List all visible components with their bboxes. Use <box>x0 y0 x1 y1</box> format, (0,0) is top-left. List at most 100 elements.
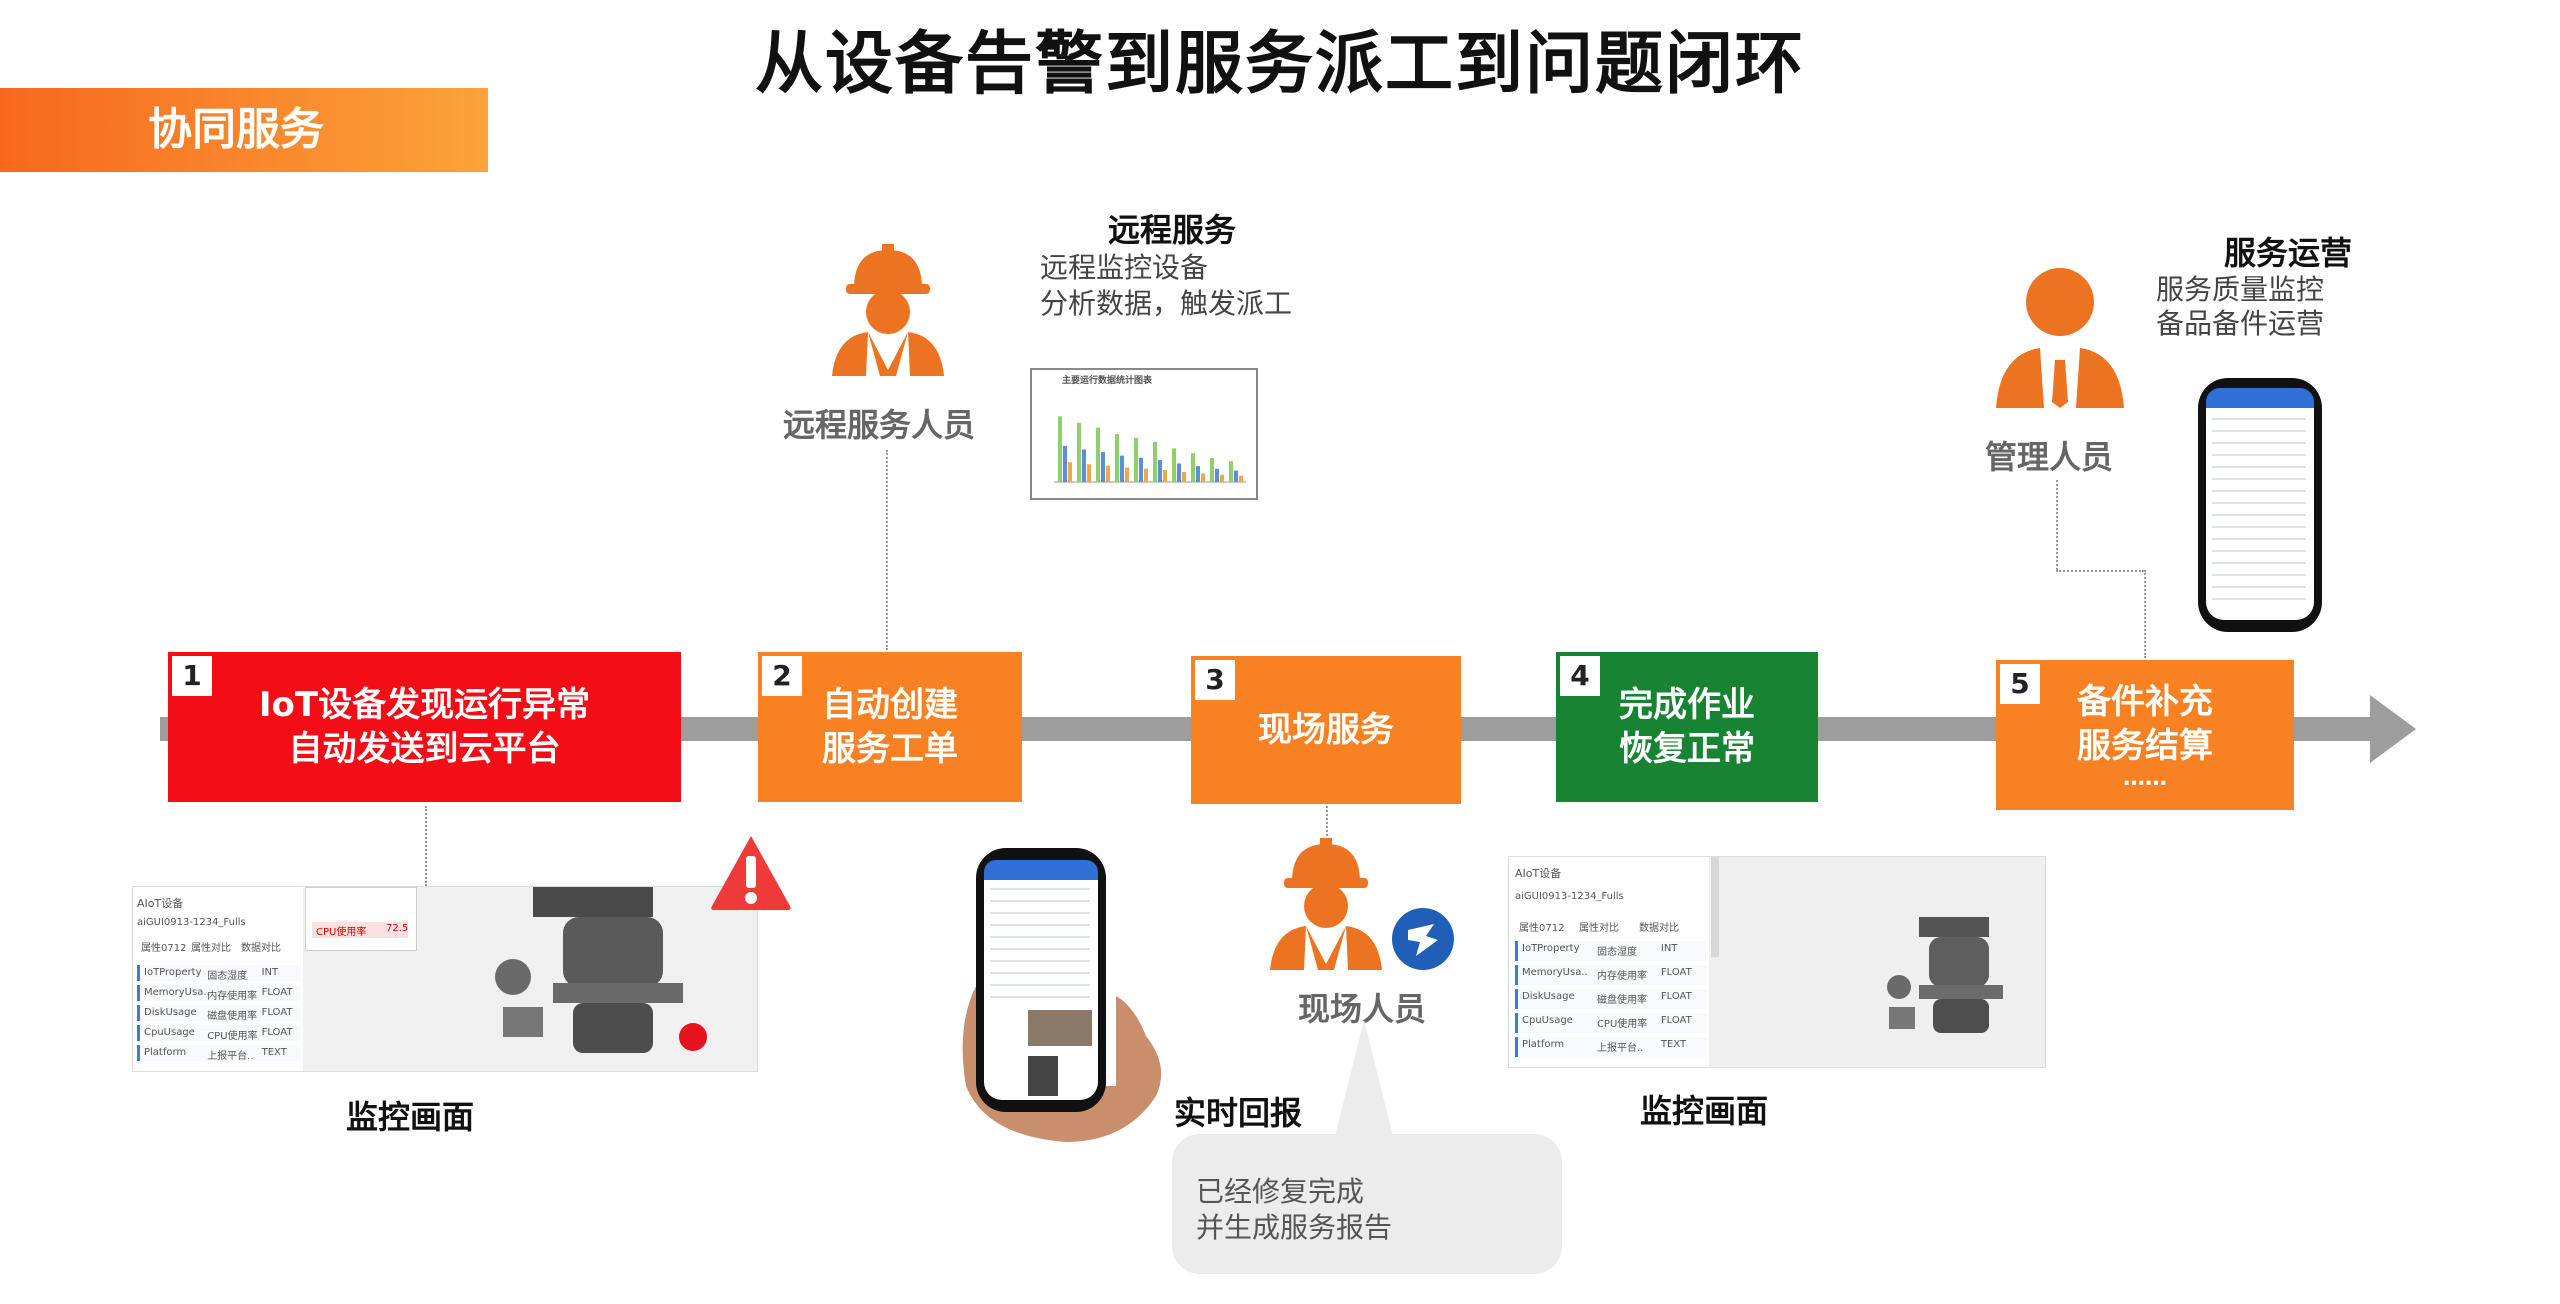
step-2-line2: 服务工单 <box>822 729 958 769</box>
bubble-line-2: 并生成服务报告 <box>1196 1211 1393 1244</box>
field-phone-screen <box>984 860 1098 1100</box>
table-row[interactable]: Platform 上报平台.. TEXT <box>1515 1037 1706 1057</box>
step-5-box: 5 备件补充服务结算…… <box>1996 660 2294 810</box>
row-type: TEXT <box>261 1047 287 1058</box>
phone-list-line <box>2212 454 2306 456</box>
remote-desc-1: 远程监控设备 <box>1040 251 1209 284</box>
step-4-number: 4 <box>1560 656 1600 696</box>
step-4-box: 4 完成作业恢复正常 <box>1556 652 1818 802</box>
manager-connector-h <box>2056 570 2144 572</box>
page-title: 从设备告警到服务派工到问题闭环 <box>754 25 1805 104</box>
table-row[interactable]: Platform 上报平台.. TEXT <box>137 1045 300 1062</box>
monitor-left-tab-2[interactable]: 属性对比 <box>191 943 231 954</box>
warning-icon <box>711 836 791 910</box>
step-2-line1: 自动创建 <box>822 684 958 725</box>
chart-bar <box>1229 461 1233 482</box>
row-name: IoTProperty <box>144 967 202 978</box>
phone-list-line <box>2212 418 2306 420</box>
phone-list-line <box>990 972 1090 974</box>
manager-phone-header <box>2206 388 2314 408</box>
row-type: FLOAT <box>1660 1015 1692 1026</box>
field-phone-header <box>984 860 1098 880</box>
chart-bar <box>1158 460 1162 482</box>
row-name: DiskUsage <box>144 1007 197 1018</box>
phone-list-line <box>990 948 1090 950</box>
row-desc: CPU使用率 <box>1596 1019 1648 1030</box>
phone-list-line <box>2212 514 2306 516</box>
chart-bar <box>1177 463 1181 482</box>
field-phone <box>976 848 1106 1112</box>
monitor-left-tab-1[interactable]: 属性0712 <box>141 943 187 954</box>
table-row[interactable]: MemoryUsa.. 内存使用率 FLOAT <box>1515 965 1706 985</box>
chart-bar <box>1182 471 1186 482</box>
phone-list-line <box>990 936 1090 938</box>
row-type: TEXT <box>1660 1039 1687 1050</box>
manager-connector-v2 <box>2144 570 2146 658</box>
row-name: Platform <box>144 1047 187 1058</box>
phone-list-line <box>990 960 1090 962</box>
step3-connector <box>1326 806 1328 836</box>
monitor-right-tab-2[interactable]: 属性对比 <box>1579 923 1619 934</box>
row-desc: 上报平台.. <box>1596 1043 1644 1054</box>
manager-phone <box>2198 378 2322 632</box>
monitor-left-tab-3[interactable]: 数据对比 <box>241 943 281 954</box>
step-5-line3: …… <box>2123 766 2167 792</box>
section-tag: 协同服务 <box>0 88 488 172</box>
manager-role-label: 管理人员 <box>1985 438 2114 476</box>
machine-3d-model-left <box>495 887 707 1053</box>
remote-chart-title: 主要运行数据统计图表 <box>1062 376 1153 386</box>
monitor-right-scrollbar[interactable] <box>1711 857 1719 957</box>
chart-bar <box>1196 466 1200 482</box>
row-desc: 固态湿度 <box>1596 947 1637 958</box>
step-5-line1: 备件补充 <box>2077 681 2213 722</box>
remote-worker-icon <box>832 244 944 376</box>
row-desc: 上报平台.. <box>207 1051 254 1062</box>
chart-bar <box>1172 448 1176 482</box>
monitor-right-tab-1[interactable]: 属性0712 <box>1519 923 1565 934</box>
field-report-label: 实时回报 <box>1174 1094 1303 1132</box>
phone-list-line <box>2212 478 2306 480</box>
chart-bar <box>1101 452 1105 482</box>
manager-connector-v1 <box>2056 480 2058 570</box>
row-name: MemoryUsa.. <box>1522 967 1588 978</box>
remote-desc-2: 分析数据，触发派工 <box>1040 287 1293 320</box>
step-5-number: 5 <box>2000 664 2040 704</box>
step-3-number: 3 <box>1195 660 1235 700</box>
chart-bar <box>1163 470 1167 482</box>
chart-bar <box>1106 465 1110 482</box>
phone-list-line <box>2212 538 2306 540</box>
chart-bar <box>1134 438 1138 482</box>
step-1-line2: 自动发送到云平台 <box>288 729 561 769</box>
remote-chart-svg <box>1054 416 1246 483</box>
monitor-right-header: AIoT设备 <box>1515 867 1562 880</box>
phone-list-line <box>990 996 1090 998</box>
field-worker-icon <box>1270 838 1382 970</box>
chart-bar <box>1115 434 1119 482</box>
chart-bar <box>1234 470 1238 482</box>
row-type: FLOAT <box>1660 967 1692 978</box>
phone-list-line <box>990 924 1090 926</box>
phone-list-line <box>2212 430 2306 432</box>
manager-icon <box>1996 268 2124 408</box>
phone-list-line <box>2212 490 2306 492</box>
chart-bar <box>1201 473 1205 482</box>
monitor-right-tab-3[interactable]: 数据对比 <box>1639 923 1679 934</box>
phone-list-line <box>990 888 1090 890</box>
chart-bar <box>1063 445 1067 482</box>
step-2-number: 2 <box>762 656 802 696</box>
row-desc: 内存使用率 <box>1596 971 1647 982</box>
phone-list-line <box>2212 442 2306 444</box>
chart-bar <box>1077 422 1081 482</box>
row-name: Platform <box>1522 1039 1565 1050</box>
row-type: FLOAT <box>1660 991 1692 1002</box>
step1-connector <box>425 806 427 886</box>
chart-bar <box>1220 474 1224 482</box>
monitor-left-alert-value: 72.5 <box>386 923 409 934</box>
